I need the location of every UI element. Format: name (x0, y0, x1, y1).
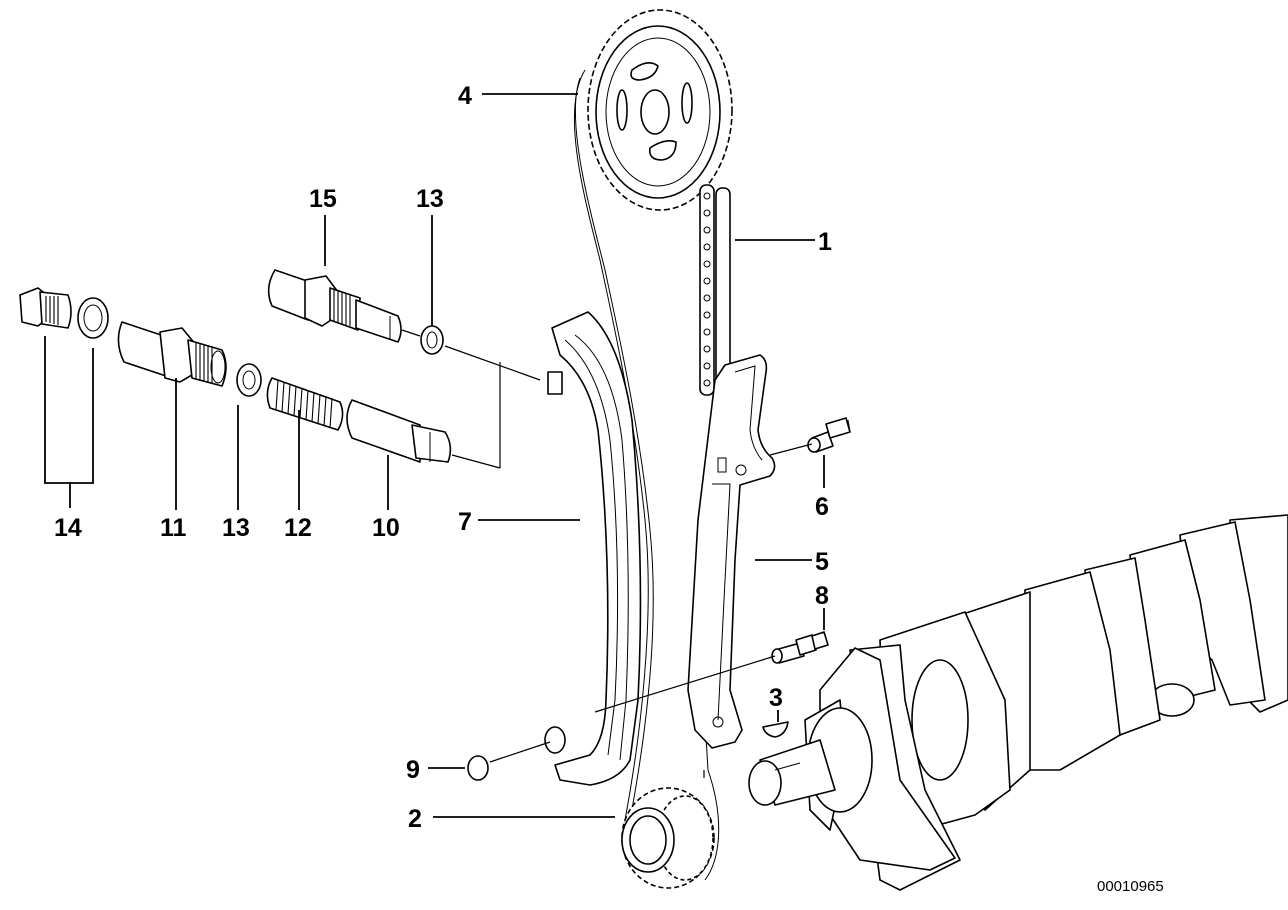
callout-2: 2 (408, 805, 422, 833)
callout-3: 3 (769, 684, 783, 712)
screw-plug (19, 287, 72, 329)
compression-spring (266, 377, 344, 431)
callout-12: 12 (284, 514, 312, 542)
callout-15: 15 (309, 185, 337, 213)
sealing-ring-upper-inner (426, 331, 438, 349)
circlip (467, 755, 489, 781)
callout-6: 6 (815, 493, 829, 521)
callout-5: 5 (815, 548, 829, 576)
sealing-ring-upper (420, 325, 444, 355)
document-number: 00010965 (1097, 878, 1164, 895)
leader-lines (44, 93, 825, 818)
tensioner-housing (117, 321, 227, 387)
tensioner-rail (687, 354, 776, 749)
timing-chain (699, 184, 731, 396)
callout-9: 9 (406, 756, 420, 784)
lower-pivot-pin (771, 631, 829, 664)
callout-1: 1 (818, 228, 832, 256)
plug-gasket (77, 297, 109, 339)
plug-gasket-inner (83, 304, 103, 332)
upper-pivot-pin (807, 417, 851, 453)
callout-13-upper: 13 (416, 185, 444, 213)
callout-4: 4 (458, 82, 472, 110)
callouts: 1 2 3 4 5 6 7 8 9 10 11 12 13 13 14 15 (54, 82, 832, 833)
callout-8: 8 (815, 582, 829, 610)
crankshaft-sprocket (621, 787, 715, 889)
callout-11: 11 (160, 514, 187, 542)
assembly-lines (401, 329, 813, 778)
callout-14: 14 (54, 514, 82, 542)
guide-rail (544, 311, 642, 786)
callout-13-lower: 13 (222, 514, 250, 542)
tensioner-piston (346, 399, 452, 463)
camshaft-sprocket (587, 9, 733, 211)
callout-7: 7 (458, 508, 472, 536)
sealing-ring-lower (236, 363, 262, 397)
chain-tensioner-complete (267, 269, 402, 343)
sealing-ring-lower-inner (242, 370, 256, 390)
crankshaft (748, 514, 1288, 891)
woodruff-key (762, 721, 789, 738)
callout-10: 10 (372, 514, 400, 542)
